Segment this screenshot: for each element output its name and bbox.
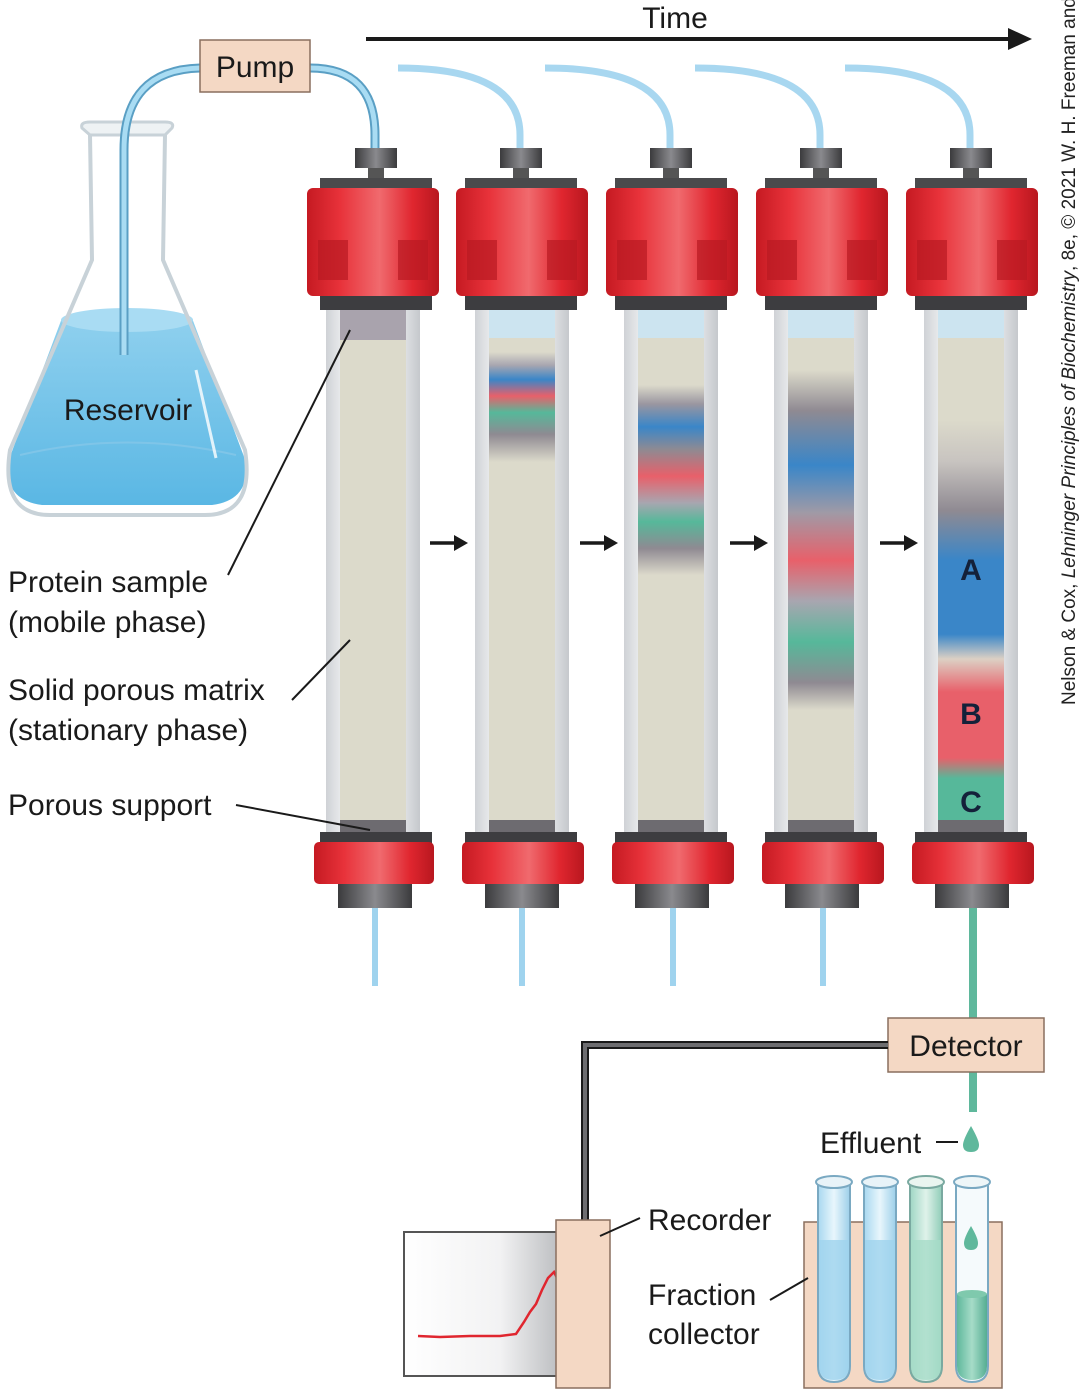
leader-lines	[227, 329, 371, 831]
column-2	[456, 148, 588, 986]
progress-arrows	[430, 535, 918, 551]
column-5	[906, 148, 1038, 1020]
porous-support-label: Porous support	[8, 789, 212, 822]
effluent-drop	[963, 1126, 979, 1152]
detector-label: Detector	[909, 1030, 1022, 1063]
recorder	[403, 1217, 641, 1389]
recorder-label: Recorder	[648, 1204, 771, 1237]
column-3	[606, 148, 738, 986]
detector-outlet	[969, 1072, 977, 1112]
detector-box	[887, 1017, 1045, 1073]
time-arrow	[366, 28, 1032, 50]
effluent-label: Effluent	[820, 1127, 922, 1160]
fraction-collector	[769, 1175, 1003, 1389]
column-1	[307, 148, 439, 986]
pump-box	[199, 39, 311, 93]
fraction-label: Fraction	[648, 1279, 756, 1312]
inlet-tubes	[397, 64, 974, 150]
copyright-credit: Nelson & Cox, Lehninger Principles of Bi…	[1059, 0, 1080, 705]
solid-matrix-label: Solid porous matrix	[8, 674, 265, 707]
collector-label: collector	[648, 1318, 760, 1351]
band-label-b: B	[960, 698, 982, 731]
pump-tubing	[119, 63, 380, 355]
mobile-phase-label: (mobile phase)	[8, 606, 206, 639]
column-4	[756, 148, 888, 986]
protein-sample-label: Protein sample	[8, 566, 208, 599]
time-label: Time	[642, 2, 708, 35]
stationary-phase-label: (stationary phase)	[8, 714, 248, 747]
band-label-c: C	[960, 786, 982, 819]
reservoir-label: Reservoir	[64, 394, 192, 427]
band-label-a: A	[960, 554, 982, 587]
reservoir-flask	[6, 120, 249, 517]
recorder-trace	[417, 1269, 564, 1339]
pump-label: Pump	[216, 51, 294, 84]
